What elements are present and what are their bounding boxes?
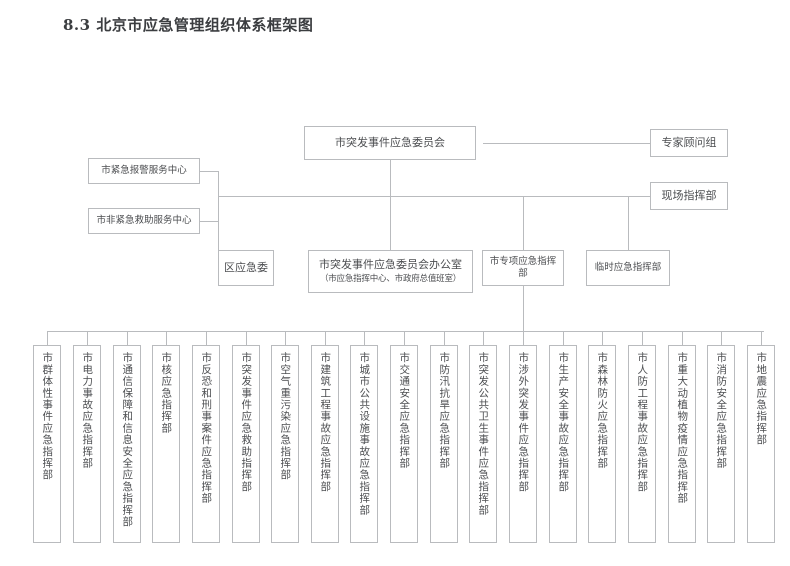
connector-drop-1 [47, 331, 48, 345]
node-label: 市建筑工程事故应急指挥部 [319, 352, 332, 493]
connector-drop-3 [127, 331, 128, 345]
connector-bus-to-temp-hq [628, 196, 629, 250]
node-bottom-10[interactable]: 市交通安全应急指挥部 [390, 345, 418, 543]
node-label: 市重大动植物疫情应急指挥部 [676, 352, 689, 505]
connector-drop-13 [523, 331, 524, 345]
connector-drop-5 [206, 331, 207, 345]
connector-drop-19 [761, 331, 762, 345]
node-bottom-9[interactable]: 市城市公共设施事故应急指挥部 [350, 345, 378, 543]
node-label: 市非紧急救助服务中心 [96, 215, 192, 227]
node-label: 市涉外突发事件应急指挥部 [517, 352, 530, 493]
node-committee-office[interactable]: 市突发事件应急委员会办公室 （市应急指挥中心、市政府总值班室） [308, 250, 473, 293]
node-label: 市紧急报警服务中心 [101, 165, 187, 177]
connector-drop-12 [483, 331, 484, 345]
connector-drop-17 [682, 331, 683, 345]
node-label: 现场指挥部 [661, 189, 717, 203]
connector-drop-9 [364, 331, 365, 345]
connector-drop-11 [444, 331, 445, 345]
node-label: 市防汛抗旱应急指挥部 [438, 352, 451, 469]
connector-bottom-bus [47, 331, 764, 332]
node-label: 临时应急指挥部 [594, 262, 662, 274]
connector-drop-2 [87, 331, 88, 345]
node-bottom-12[interactable]: 市突发公共卫生事件应急指挥部 [469, 345, 497, 543]
page-title: 8.3 北京市应急管理组织体系框架图 [63, 16, 314, 34]
node-bottom-13[interactable]: 市涉外突发事件应急指挥部 [509, 345, 537, 543]
node-bottom-14[interactable]: 市生产安全事故应急指挥部 [549, 345, 577, 543]
node-expert-advisory-group[interactable]: 专家顾问组 [650, 129, 728, 157]
node-bottom-5[interactable]: 市反恐和刑事案件应急指挥部 [192, 345, 220, 543]
node-bottom-16[interactable]: 市人防工程事故应急指挥部 [628, 345, 656, 543]
node-bottom-15[interactable]: 市森林防火应急指挥部 [588, 345, 616, 543]
connector-left-spine-to-district [218, 196, 219, 250]
node-label: 市突发公共卫生事件应急指挥部 [477, 352, 490, 516]
node-label: 市人防工程事故应急指挥部 [636, 352, 649, 493]
node-bottom-8[interactable]: 市建筑工程事故应急指挥部 [311, 345, 339, 543]
connector-top-to-bus [390, 160, 391, 196]
connector-main-bus [218, 196, 650, 197]
node-label: 市突发事件应急救助指挥部 [240, 352, 253, 493]
node-label: 市城市公共设施事故应急指挥部 [358, 352, 371, 516]
node-label: 市电力事故应急指挥部 [81, 352, 94, 469]
node-bottom-17[interactable]: 市重大动植物疫情应急指挥部 [668, 345, 696, 543]
connector-drop-8 [325, 331, 326, 345]
node-label: 市空气重污染应急指挥部 [279, 352, 292, 481]
node-label: 专家顾问组 [661, 136, 717, 150]
node-label: 市核应急指挥部 [160, 352, 173, 434]
node-label: 市通信保障和信息安全应急指挥部 [121, 352, 134, 528]
node-bottom-3[interactable]: 市通信保障和信息安全应急指挥部 [113, 345, 141, 543]
connector-drop-18 [721, 331, 722, 345]
node-bottom-2[interactable]: 市电力事故应急指挥部 [73, 345, 101, 543]
connector-nonemergency-center-link [200, 221, 219, 222]
connector-alarm-center-link [200, 171, 219, 172]
node-label: 市消防安全应急指挥部 [715, 352, 728, 469]
connector-drop-15 [602, 331, 603, 345]
node-onsite-command[interactable]: 现场指挥部 [650, 182, 728, 210]
node-label: 市反恐和刑事案件应急指挥部 [200, 352, 213, 505]
node-top-emergency-committee[interactable]: 市突发事件应急委员会 [304, 126, 476, 160]
node-nonemergency-aid-service-center[interactable]: 市非紧急救助服务中心 [88, 208, 200, 234]
node-bottom-1[interactable]: 市群体性事件应急指挥部 [33, 345, 61, 543]
node-label: 市专项应急指挥部 [489, 256, 557, 279]
connector-bus-to-office [390, 196, 391, 250]
node-label: 市森林防火应急指挥部 [596, 352, 609, 469]
node-bottom-18[interactable]: 市消防安全应急指挥部 [707, 345, 735, 543]
node-sublabel: （市应急指挥中心、市政府总值班室） [319, 274, 462, 285]
node-district-emergency-committee[interactable]: 区应急委 [218, 250, 274, 286]
node-special-emergency-command[interactable]: 市专项应急指挥部 [482, 250, 564, 286]
connector-drop-14 [563, 331, 564, 345]
node-label: 市交通安全应急指挥部 [398, 352, 411, 469]
connector-special-hq-to-bottom-bus [523, 286, 524, 331]
connector-bus-to-onsite [640, 196, 650, 197]
node-label: 市突发事件应急委员会 [335, 136, 445, 150]
node-bottom-11[interactable]: 市防汛抗旱应急指挥部 [430, 345, 458, 543]
node-bottom-6[interactable]: 市突发事件应急救助指挥部 [232, 345, 260, 543]
node-label: 市群体性事件应急指挥部 [41, 352, 54, 481]
node-label: 市生产安全事故应急指挥部 [557, 352, 570, 493]
connector-bus-to-special-hq [523, 196, 524, 250]
node-emergency-alarm-service-center[interactable]: 市紧急报警服务中心 [88, 158, 200, 184]
node-label: 区应急委 [224, 261, 268, 275]
connector-drop-10 [404, 331, 405, 345]
connector-drop-7 [285, 331, 286, 345]
connector-drop-6 [246, 331, 247, 345]
node-bottom-4[interactable]: 市核应急指挥部 [152, 345, 180, 543]
connector-drop-4 [166, 331, 167, 345]
connector-drop-16 [642, 331, 643, 345]
node-bottom-19[interactable]: 市地震应急指挥部 [747, 345, 775, 543]
node-label: 市突发事件应急委员会办公室 [319, 258, 462, 272]
node-temporary-emergency-command[interactable]: 临时应急指挥部 [586, 250, 670, 286]
connector-top-to-advisor [483, 143, 650, 144]
node-bottom-7[interactable]: 市空气重污染应急指挥部 [271, 345, 299, 543]
node-label: 市地震应急指挥部 [755, 352, 768, 446]
